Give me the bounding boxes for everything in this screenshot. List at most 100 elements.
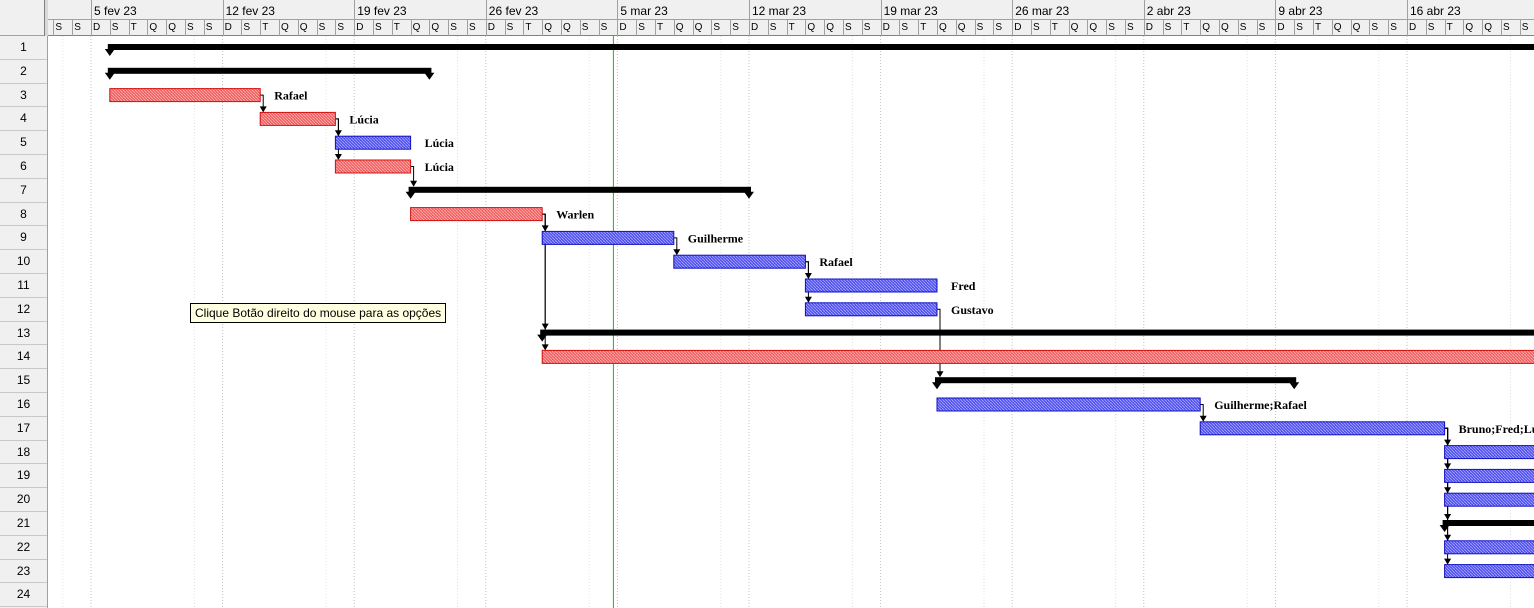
row-number[interactable]: 8 (0, 203, 47, 227)
timescale-day-label: S (730, 20, 749, 36)
row-number[interactable]: 24 (0, 583, 47, 608)
timescale-week-label: 12 mar 23 (749, 0, 881, 20)
dependency-link (260, 94, 264, 112)
pane-splitter-handle[interactable] (44, 0, 48, 36)
dependency-arrowhead (1444, 558, 1452, 565)
task-bar[interactable] (1444, 468, 1534, 483)
timescale-day-label: S (1519, 20, 1534, 36)
row-number[interactable]: 14 (0, 345, 47, 370)
timescale-week-label: 12 fev 23 (222, 0, 355, 20)
row-number[interactable]: 19 (0, 464, 47, 489)
summary-task-bar[interactable] (408, 186, 751, 193)
row-number[interactable]: 9 (0, 226, 47, 251)
timescale-week-label: 5 fev 23 (91, 0, 223, 20)
task-bar[interactable] (1444, 564, 1534, 579)
timescale-day-label: Q (410, 20, 430, 36)
row-number[interactable]: 7 (0, 179, 47, 203)
dependency-arrowhead (334, 154, 342, 160)
timescale-day-label: S (636, 20, 655, 36)
summary-start-marker (405, 191, 416, 199)
summary-task-bar[interactable] (107, 44, 1534, 50)
row-number[interactable]: 11 (0, 274, 47, 298)
task-bar[interactable] (1199, 421, 1446, 436)
row-number[interactable]: 1 (0, 36, 47, 60)
timescale-day-label: D (1012, 20, 1031, 36)
timescale-day-label: S (72, 20, 91, 36)
row-number[interactable]: 15 (0, 369, 47, 393)
select-all-corner[interactable] (0, 0, 48, 36)
timescale-day-label: D (354, 20, 373, 36)
timescale-day-label: S (373, 20, 392, 36)
timescale-day-label: S (335, 20, 354, 36)
timescale-day-label: T (128, 20, 148, 36)
timescale-day-label: S (1294, 20, 1313, 36)
row-number[interactable]: 5 (0, 131, 47, 155)
timescale-day-label: S (899, 20, 918, 36)
gantt-bars-area[interactable]: RafaelLúciaLúciaLúciaWarlenGuilhermeRafa… (48, 36, 1534, 608)
resource-name-label: Guilherme (688, 231, 744, 245)
task-bar[interactable] (936, 397, 1201, 412)
task-bar[interactable] (1444, 540, 1534, 555)
timescale-day-label: S (109, 20, 129, 36)
row-number[interactable]: 20 (0, 488, 47, 512)
summary-task-bar[interactable] (540, 329, 1534, 336)
timescale-day-label: T (523, 20, 542, 36)
timescale-day-label: Q (1200, 20, 1219, 36)
resource-name-label: Rafael (274, 89, 308, 103)
resource-name-label: Bruno;Fred;Lúcia (1459, 422, 1534, 436)
summary-end-marker (1289, 382, 1300, 390)
timescale-day-label: D (1143, 20, 1163, 36)
dependency-arrowhead (936, 371, 944, 378)
task-bar[interactable] (804, 278, 938, 293)
row-number[interactable]: 21 (0, 512, 47, 536)
timescale-day-label: T (1049, 20, 1069, 36)
timescale-week-label: 9 abr 23 (1275, 0, 1407, 20)
summary-task-bar[interactable] (1442, 520, 1534, 526)
summary-start-marker (104, 72, 115, 80)
row-number[interactable]: 22 (0, 536, 47, 560)
row-number[interactable]: 16 (0, 393, 47, 417)
task-bar[interactable] (334, 135, 412, 150)
row-number[interactable]: 6 (0, 155, 47, 179)
row-number[interactable]: 17 (0, 417, 47, 441)
row-number[interactable]: 18 (0, 441, 47, 465)
timescale-day-label: S (1237, 20, 1257, 36)
summary-task-bar[interactable] (935, 377, 1297, 384)
resource-name-label: Rafael (819, 255, 853, 269)
critical-task-bar[interactable] (541, 349, 1534, 364)
row-number[interactable]: 13 (0, 322, 47, 346)
timescale-day-label: Q (1463, 20, 1482, 36)
timescale-day-label: Q (166, 20, 185, 36)
task-bar[interactable] (541, 230, 675, 245)
row-number[interactable]: 12 (0, 298, 47, 322)
timescale-day-label: S (861, 20, 881, 36)
critical-task-bar[interactable] (334, 159, 412, 174)
timescale-day-label: Q (561, 20, 580, 36)
task-bar[interactable] (1444, 445, 1534, 460)
summary-task-bar[interactable] (107, 67, 432, 74)
task-bar[interactable] (1444, 492, 1534, 507)
row-number[interactable]: 2 (0, 60, 47, 84)
dependency-arrowhead (541, 344, 549, 351)
timescale-day-label: D (617, 20, 636, 36)
row-number[interactable]: 3 (0, 84, 47, 108)
timescale-day-label: Q (1482, 20, 1501, 36)
critical-task-bar[interactable] (410, 207, 543, 222)
task-bar[interactable] (673, 254, 806, 269)
timescale-day-label: T (391, 20, 411, 36)
timescale-day-label: D (880, 20, 900, 36)
dependency-arrowhead (673, 249, 681, 256)
row-number[interactable]: 10 (0, 250, 47, 274)
summary-start-marker (104, 49, 115, 56)
critical-task-bar[interactable] (259, 111, 336, 126)
row-number[interactable]: 4 (0, 107, 47, 132)
critical-task-bar[interactable] (109, 88, 261, 103)
task-bar[interactable] (804, 302, 938, 317)
timescale-day-label: S (1106, 20, 1125, 36)
timescale-day-label: Q (824, 20, 843, 36)
resource-name-label: Warlen (556, 208, 594, 222)
timescale-week-label: 19 mar 23 (880, 0, 1013, 20)
timescale-week-label: 2 abr 23 (1143, 0, 1276, 20)
row-number[interactable]: 23 (0, 560, 47, 584)
